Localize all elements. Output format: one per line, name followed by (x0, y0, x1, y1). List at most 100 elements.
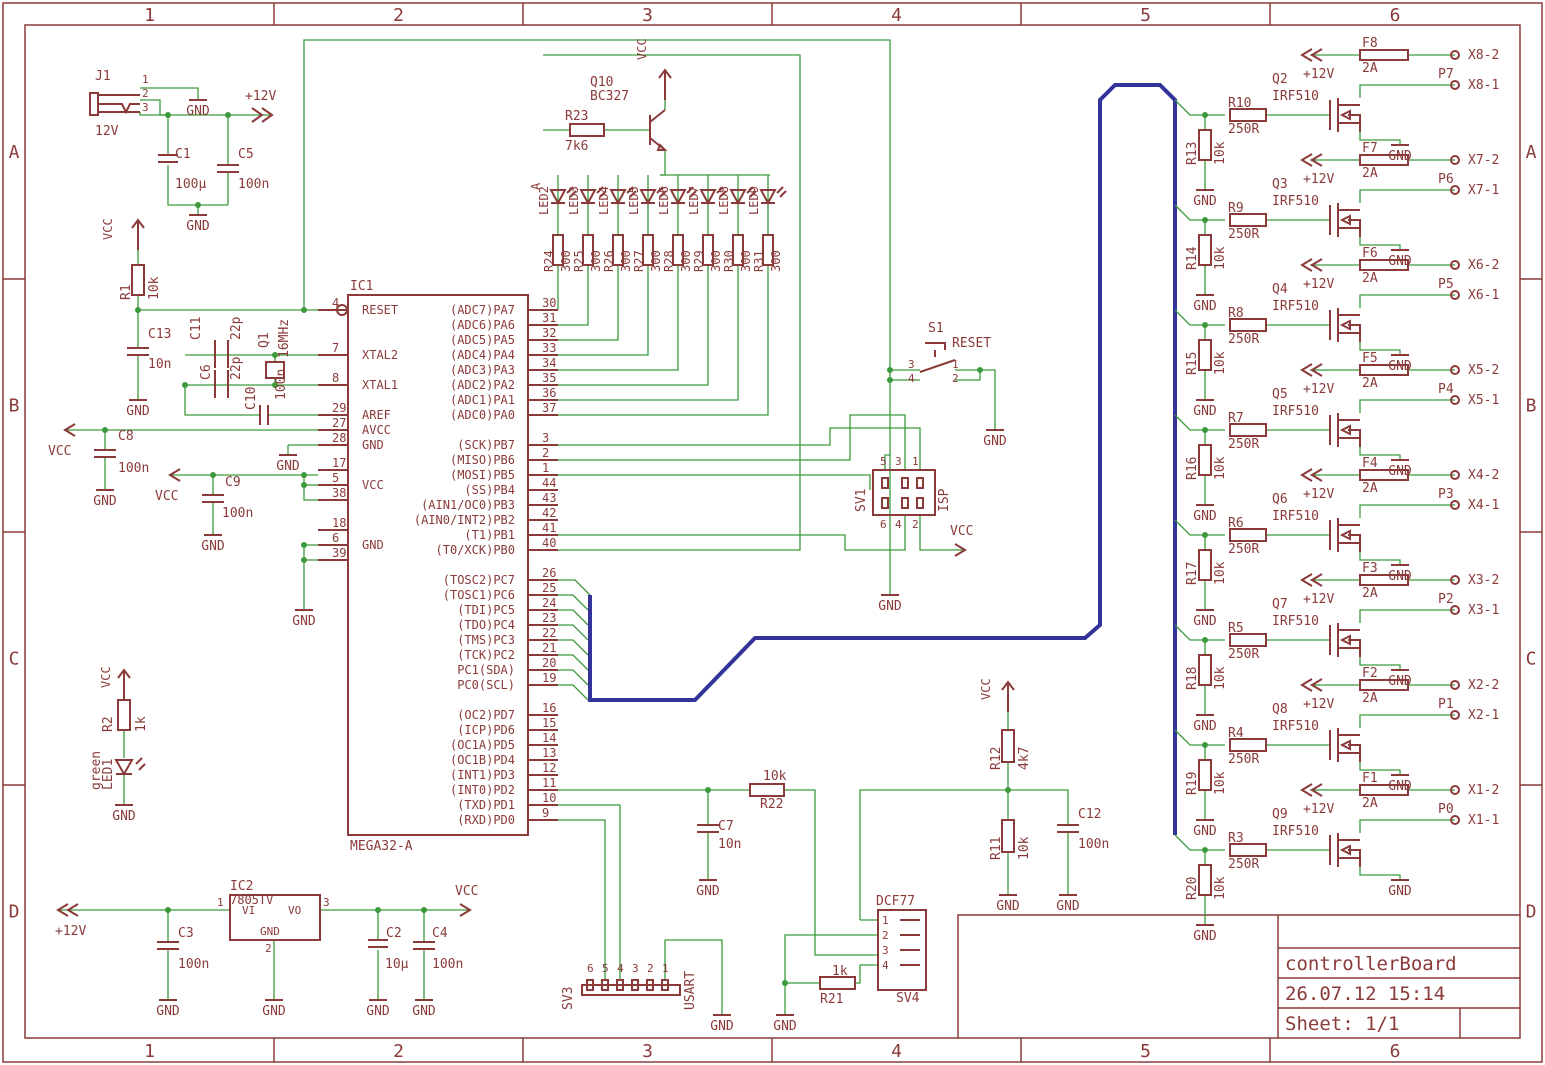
pin-number: 1 (542, 461, 549, 475)
pulldown-resistor-value: 10k (1213, 351, 1228, 375)
wire (137, 295, 318, 311)
pin-number: 25 (542, 581, 556, 595)
pin-name: GND (362, 438, 384, 452)
mosfet (1329, 833, 1361, 867)
usart-pin (601, 979, 609, 991)
fuse-name: F3 (1362, 561, 1378, 576)
wire (558, 265, 739, 401)
j1-value: 12V (95, 124, 119, 139)
resistor-value: 300 (769, 250, 783, 272)
port-label: P1 (1438, 697, 1454, 712)
pin-number: 9 (542, 806, 549, 820)
wire (1359, 867, 1401, 880)
terminal (1450, 80, 1460, 90)
column-label-bottom: 2 (393, 1041, 404, 1062)
c7-name: C7 (718, 819, 734, 834)
column-label-bottom: 5 (1140, 1041, 1151, 1062)
led-symbol (669, 189, 687, 206)
mosfet-name: Q3 (1272, 177, 1288, 192)
pin-name: (INT0)PD2 (450, 783, 515, 797)
pin-number: 1 (912, 455, 919, 468)
ground-label: GND (773, 1019, 797, 1034)
wire (1359, 819, 1455, 833)
wire (1359, 609, 1455, 623)
mosfet-value: IRF510 (1272, 89, 1319, 104)
wire (558, 624, 589, 641)
wire (955, 369, 981, 381)
pin-number: 31 (542, 311, 556, 325)
pin-number: 19 (542, 671, 556, 685)
wire (1359, 132, 1401, 145)
rail-arrow (1300, 468, 1323, 482)
fuse-value: 2A (1362, 691, 1378, 706)
ground-label: GND (1193, 194, 1217, 209)
terminal-label: X6-2 (1468, 258, 1499, 273)
led-name: LED8 (717, 186, 731, 215)
fuse-name: F2 (1362, 666, 1378, 681)
resistor-gate (1229, 843, 1267, 857)
wire (1359, 504, 1455, 518)
pin-number: 8 (332, 371, 339, 385)
r1-value: 10k (147, 276, 162, 300)
pin-name: (ADC3)PA3 (450, 363, 515, 377)
led-symbol (549, 189, 567, 206)
pin-name: VO (288, 904, 301, 917)
isp-pin (881, 477, 889, 489)
led-symbol (579, 189, 597, 206)
ground-label: GND (696, 884, 720, 899)
rail-arrow (1300, 678, 1323, 692)
mosfet-value: IRF510 (1272, 509, 1319, 524)
led-name: LED9 (747, 186, 761, 215)
fuse (1359, 679, 1409, 691)
crystal (265, 361, 285, 379)
c6-name: C6 (199, 364, 214, 380)
fuse-value: 2A (1362, 796, 1378, 811)
terminal-label: X5-1 (1468, 393, 1499, 408)
c10-value: 100n (274, 369, 289, 400)
junction (887, 377, 893, 383)
wire (184, 385, 260, 416)
terminal (1450, 680, 1460, 690)
pin-name: XTAL1 (362, 378, 398, 392)
title-block-border (957, 914, 1520, 1038)
resistor-pulldown (1198, 234, 1212, 266)
mosfet-value: IRF510 (1272, 404, 1319, 419)
usart-pin (661, 979, 669, 991)
pin-number: 37 (542, 401, 556, 415)
wire (558, 474, 871, 490)
pin-number: 14 (542, 731, 556, 745)
supply-arrow (168, 468, 181, 482)
ground-label: GND (1193, 299, 1217, 314)
column-label-top: 2 (393, 5, 404, 26)
fuse-value: 2A (1362, 166, 1378, 181)
gate-resistor-value: 250R (1228, 332, 1259, 347)
led-symbol (114, 759, 134, 777)
wire (558, 265, 769, 416)
wire (1359, 399, 1455, 413)
mosfet-name: Q4 (1272, 282, 1288, 297)
junction (301, 542, 307, 548)
ground-label: GND (1193, 509, 1217, 524)
fuse (1359, 259, 1409, 271)
port-label: P0 (1438, 802, 1454, 817)
rail-label: +12V (1303, 67, 1334, 82)
resistor-gate (1229, 108, 1267, 122)
c12-value: 100n (1078, 837, 1109, 852)
r2-value: 1k (134, 716, 149, 732)
ground-label: GND (1193, 404, 1217, 419)
pin-number: 1 (952, 358, 959, 371)
pin-name: GND (260, 925, 280, 938)
q1-name: Q1 (257, 332, 272, 348)
pin-number: 3 (142, 101, 149, 114)
terminal (1450, 815, 1460, 825)
wire (1359, 657, 1401, 670)
pin-number: 34 (542, 356, 556, 370)
wire (558, 265, 619, 341)
wire (660, 150, 666, 176)
terminal-label: X7-1 (1468, 183, 1499, 198)
resistor-value: 300 (589, 250, 603, 272)
pin-number: 4 (908, 372, 915, 385)
resistor-value: 300 (619, 250, 633, 272)
mosfet-value: IRF510 (1272, 299, 1319, 314)
pin-number: 20 (542, 656, 556, 670)
